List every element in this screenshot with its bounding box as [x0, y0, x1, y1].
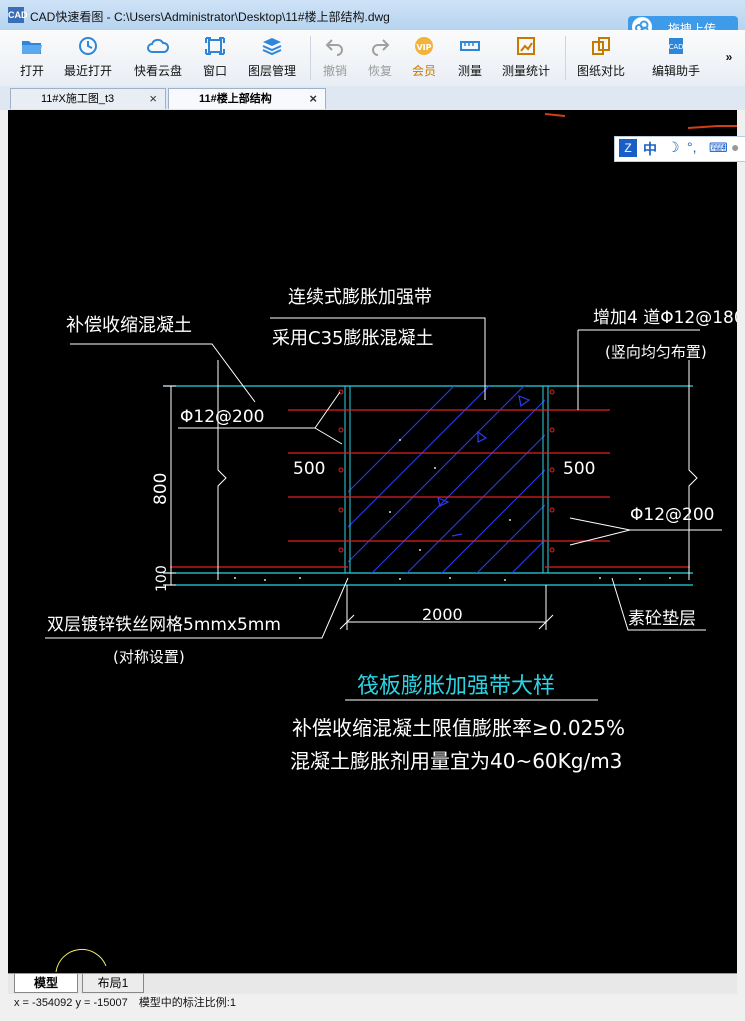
close-icon[interactable]: ×	[309, 91, 317, 106]
status-bar: x = -354092 y = -15007 模型中的标注比例:1	[8, 994, 737, 1012]
label-800: 800	[151, 473, 171, 505]
tab-upper-structure[interactable]: 11#楼上部结构 ×	[168, 88, 326, 109]
window-button[interactable]: 窗口	[200, 36, 230, 79]
cad-drawing: 连续式膨胀加强带 采用C35膨胀混凝土 补偿收缩混凝土 增加4 道Φ12@180…	[45, 113, 745, 973]
label-phi12-right: Φ12@200	[630, 505, 714, 525]
undo-label: 撤销	[322, 64, 347, 78]
rebars	[170, 409, 690, 568]
edit-assistant-icon: CAD	[668, 38, 684, 54]
measure-button[interactable]: 测量	[455, 36, 485, 79]
mesh-left	[344, 385, 351, 574]
moon-icon[interactable]: ☽	[667, 139, 680, 155]
label-c35: 采用C35膨胀混凝土	[272, 328, 433, 349]
drawing-compare-button[interactable]: 图纸对比	[575, 36, 627, 79]
label-vertical-even: (竖向均匀布置)	[605, 343, 707, 361]
cloud-icon	[147, 38, 169, 53]
edit-assistant-label: 编辑助手	[651, 64, 700, 78]
rebar-dots	[338, 389, 555, 553]
clock-icon	[79, 37, 97, 55]
undo-button[interactable]: 撤销	[320, 36, 350, 79]
cloud-drive-button[interactable]: 快看云盘	[131, 36, 185, 79]
document-tabs: 11#X施工图_t3 × 11#楼上部结构 ×	[0, 86, 745, 110]
drawing-canvas[interactable]: 连续式膨胀加强带 采用C35膨胀混凝土 补偿收缩混凝土 增加4 道Φ12@180…	[8, 110, 745, 973]
coordinates-readout: x = -354092 y = -15007	[14, 997, 128, 1009]
label-500-right: 500	[563, 459, 595, 479]
open-button[interactable]: 打开	[16, 36, 48, 79]
label-500-left: 500	[293, 459, 325, 479]
detail-title: 筏板膨胀加强带大样	[357, 674, 555, 699]
toolbar-more-button[interactable]: »	[725, 50, 733, 64]
measure-stats-button[interactable]: 测量统计	[500, 36, 552, 79]
cloud-drive-label: 快看云盘	[133, 64, 182, 78]
redo-icon	[372, 39, 390, 56]
label-continuous-band: 连续式膨胀加强带	[288, 287, 432, 308]
leader-lines	[45, 317, 722, 701]
stray-line	[687, 125, 738, 129]
vip-button[interactable]: VIP 会员	[409, 36, 439, 79]
layout-tabs: 模型 布局1	[8, 973, 737, 994]
mesh-right	[542, 385, 549, 574]
ruler-icon	[460, 41, 480, 51]
layers-icon	[262, 38, 282, 56]
recent-open-label: 最近打开	[63, 64, 112, 78]
undo-icon	[325, 39, 343, 56]
ime-toolbar[interactable]: Z 中 ☽ °, ⌨ ●	[614, 136, 745, 162]
vip-label: 会员	[411, 64, 436, 78]
dimension-lines	[163, 360, 698, 630]
svg-text:VIP: VIP	[416, 43, 431, 52]
redo-button[interactable]: 恢复	[365, 36, 395, 79]
measure-stats-icon	[517, 37, 535, 55]
label-wire-mesh: 双层镀锌铁丝网格5mmx5mm	[47, 615, 281, 635]
folder-open-icon	[22, 41, 42, 54]
label-symmetric: (对称设置)	[113, 648, 185, 666]
label-plain-cushion: 素砼垫层	[628, 609, 696, 629]
tab-model[interactable]: 模型	[14, 974, 78, 993]
user-icon[interactable]: ●	[731, 139, 740, 155]
open-label: 打开	[19, 64, 44, 78]
layer-manager-label: 图层管理	[247, 64, 296, 78]
measure-stats-label: 测量统计	[501, 64, 550, 78]
measure-label: 测量	[457, 64, 482, 78]
drawing-compare-label: 图纸对比	[576, 64, 625, 78]
ime-mode[interactable]: 中	[643, 141, 657, 157]
vip-icon: VIP	[415, 37, 433, 55]
label-100: 100	[154, 565, 170, 592]
ucs-arc	[55, 948, 107, 973]
window-label: 窗口	[202, 64, 227, 78]
window-icon	[205, 37, 225, 55]
toolbar-separator	[565, 36, 566, 80]
label-2000: 2000	[422, 605, 463, 624]
cushion-dots	[234, 439, 671, 581]
annotation-scale: 模型中的标注比例:1	[138, 997, 236, 1009]
note-expansion-rate: 补偿收缩混凝土限值膨胀率≥0.025%	[292, 716, 625, 740]
label-compensate-concrete: 补偿收缩混凝土	[66, 315, 192, 336]
edit-assistant-button[interactable]: CAD 编辑助手	[650, 36, 702, 79]
label-add-bars: 增加4 道Φ12@180	[593, 308, 737, 328]
tab-construction-drawing[interactable]: 11#X施工图_t3 ×	[10, 88, 166, 109]
keyboard-icon[interactable]: ⌨	[709, 140, 728, 155]
app-icon: CAD	[8, 7, 28, 23]
tab-label: 11#楼上部结构	[199, 93, 272, 105]
note-agent-dosage: 混凝土膨胀剂用量宜为40~60Kg/m3	[290, 749, 622, 773]
svg-text:CAD: CAD	[668, 43, 683, 51]
stray-line	[544, 113, 566, 117]
tab-layout1[interactable]: 布局1	[82, 974, 144, 993]
label-phi12-left: Φ12@200	[180, 407, 264, 427]
recent-open-button[interactable]: 最近打开	[62, 36, 114, 79]
window-title: CAD快速看图 - C:\Users\Administrator\Desktop…	[30, 10, 390, 24]
main-toolbar: 打开 最近打开 快看云盘 窗口 图层管理 撤销 恢复 VIP 会员	[0, 30, 745, 87]
title-bar: CAD CAD快速看图 - C:\Users\Administrator\Des…	[0, 0, 745, 30]
layer-manager-button[interactable]: 图层管理	[245, 36, 299, 79]
band-markers	[437, 395, 531, 537]
punctuation-icon[interactable]: °,	[687, 139, 697, 155]
redo-label: 恢复	[367, 64, 392, 78]
tab-label: 11#X施工图_t3	[41, 93, 115, 105]
ime-logo-icon: Z	[619, 139, 637, 157]
toolbar-separator	[310, 36, 311, 80]
compare-icon	[592, 37, 610, 55]
close-icon[interactable]: ×	[149, 91, 157, 106]
